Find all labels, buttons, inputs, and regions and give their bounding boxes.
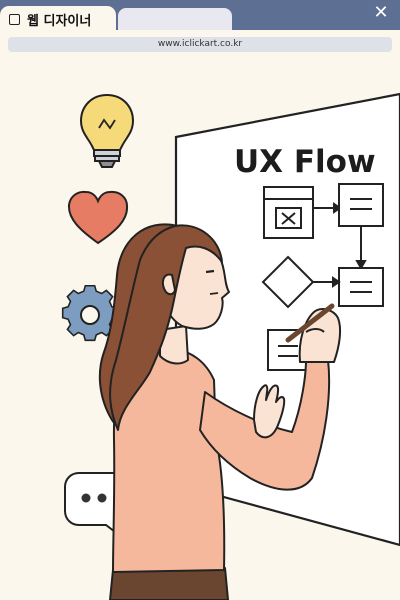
address-bar[interactable]: www.iclickart.co.kr — [8, 37, 392, 52]
window-node — [263, 186, 314, 239]
illustration: UX Flow — [61, 92, 400, 600]
heart-icon — [67, 190, 129, 245]
lightbulb-icon — [79, 93, 135, 168]
process-node-1 — [338, 183, 384, 227]
tab-web-designer[interactable]: 웹 디자이너 — [0, 6, 116, 32]
title-bar: 웹 디자이너 ✕ — [0, 0, 400, 32]
board-title: UX Flow — [234, 144, 376, 180]
tab-empty[interactable] — [118, 8, 232, 30]
process-node-2 — [338, 267, 384, 307]
decision-node — [261, 255, 315, 309]
tab-label: 웹 디자이너 — [27, 13, 92, 29]
tab-page-icon — [9, 13, 20, 25]
flowchart — [261, 183, 384, 371]
gear-icon — [61, 284, 119, 342]
close-icon[interactable]: ✕ — [373, 2, 389, 23]
woman-figure — [98, 223, 342, 600]
